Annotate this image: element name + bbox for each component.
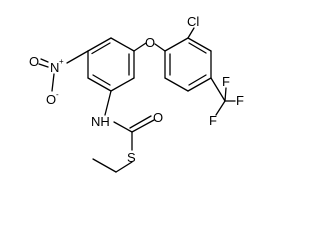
atom-label-sulfur: S xyxy=(127,150,136,165)
bond xyxy=(187,27,195,39)
atom-label-ether-oxygen: O xyxy=(145,35,155,50)
bond xyxy=(40,58,49,63)
bond xyxy=(187,37,212,52)
bond xyxy=(187,77,212,92)
chemical-structure: Cl O F F F N + O O - NH O S xyxy=(29,14,244,173)
bond xyxy=(38,63,49,68)
bond xyxy=(164,77,189,92)
bond xyxy=(188,74,207,86)
bond xyxy=(164,37,189,52)
bond xyxy=(92,158,117,173)
bond xyxy=(87,37,112,52)
atom-label-chlorine: Cl xyxy=(187,14,199,29)
atom-label-fluorine-right: F xyxy=(236,93,244,108)
bond xyxy=(110,77,135,92)
bond xyxy=(66,50,89,64)
bond xyxy=(188,42,207,54)
bond xyxy=(92,74,111,86)
atom-label-nitro-oxygen-bottom: O xyxy=(46,92,56,107)
bond xyxy=(113,121,133,133)
bond xyxy=(87,77,112,92)
bond-layer xyxy=(38,27,236,173)
bond xyxy=(51,73,55,92)
bond xyxy=(154,43,166,52)
atom-label-carbonyl-oxygen: O xyxy=(153,110,163,125)
bond xyxy=(104,90,112,116)
bond xyxy=(110,37,135,52)
atom-label-nitro-oxygen-top: O xyxy=(29,54,39,69)
bond xyxy=(210,77,226,102)
bond xyxy=(224,87,227,102)
atom-layer: Cl O F F F N + O O - NH O S xyxy=(29,14,244,165)
charge-minus: - xyxy=(56,90,59,99)
atom-label-fluorine-bottom: F xyxy=(209,113,217,128)
charge-plus: + xyxy=(59,57,64,66)
atom-label-nitro-nitrogen: N xyxy=(50,60,59,75)
bond xyxy=(215,100,226,116)
bond xyxy=(115,161,133,173)
bond xyxy=(129,115,152,129)
atom-label-fluorine-top: F xyxy=(222,74,230,89)
bond xyxy=(133,42,147,52)
bond xyxy=(131,119,155,133)
bond xyxy=(91,42,111,55)
atom-label-amine: NH xyxy=(91,114,110,129)
